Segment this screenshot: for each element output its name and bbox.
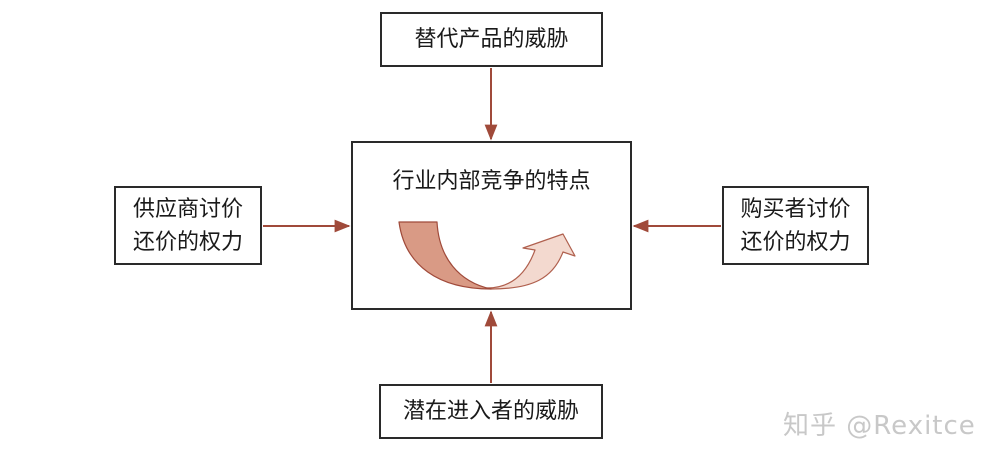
watermark: 知乎 @Rexitce: [783, 411, 976, 441]
substitute-threat-box: 替代产品的威胁: [380, 12, 603, 67]
new-entrant-threat-box: 潜在进入者的威胁: [379, 384, 603, 439]
buyer-power-line-2: 还价的权力: [740, 229, 851, 255]
supplier-power-line-1: 供应商讨价: [132, 196, 243, 222]
rising-arrow-shape: [486, 233, 576, 290]
substitute-threat-label: 替代产品的威胁: [414, 27, 569, 52]
supplier-power-box: 供应商讨价 还价的权力: [114, 186, 262, 265]
u-turn-arrow-icon: [398, 221, 576, 290]
new-entrant-threat-label: 潜在进入者的威胁: [402, 399, 579, 424]
buyer-power-line-1: 购买者讨价: [740, 196, 851, 222]
industry-rivalry-label: 行业内部竞争的特点: [392, 169, 591, 194]
buyer-power-box: 购买者讨价 还价的权力: [722, 186, 869, 265]
descending-band-shape: [398, 221, 492, 290]
supplier-power-line-2: 还价的权力: [132, 229, 243, 255]
industry-rivalry-box: 行业内部竞争的特点: [351, 141, 632, 310]
